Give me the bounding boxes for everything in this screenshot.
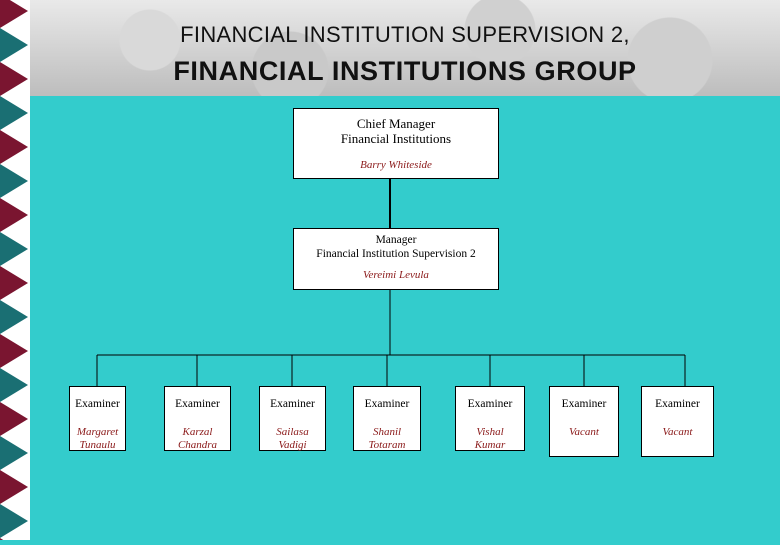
- examiner-name-line2: Vacant: [569, 426, 599, 438]
- examiner-name-line1: Vishal: [476, 426, 504, 438]
- examiner-box: Examiner Vacant: [549, 386, 619, 457]
- examiner-name-line2: Kumar: [474, 439, 506, 451]
- examiner-role: Examiner: [175, 398, 220, 410]
- examiner-name-line2: Totaram: [368, 439, 406, 451]
- examiner-name-line2: Vadigi: [278, 439, 307, 451]
- examiner-box: Examiner Margaret Tunaulu: [69, 386, 126, 451]
- examiner-name-line2: Vacant: [662, 426, 693, 438]
- border-triangle: [0, 164, 28, 198]
- chief-manager-box: Chief Manager Financial Institutions Bar…: [293, 108, 499, 179]
- examiner-role: Examiner: [467, 398, 513, 410]
- chief-name: Barry Whiteside: [360, 159, 432, 171]
- border-triangle: [0, 130, 28, 164]
- examiner-role: Examiner: [270, 398, 315, 410]
- manager-role-line1: Manager: [375, 234, 417, 246]
- examiner-box: Examiner Karzal Chandra: [164, 386, 231, 451]
- examiner-box: Examiner Sailasa Vadigi: [259, 386, 326, 451]
- border-triangle: [0, 62, 28, 96]
- chief-role-line1: Chief Manager: [356, 116, 436, 131]
- examiner-role: Examiner: [655, 398, 700, 410]
- border-triangle: [0, 504, 28, 538]
- manager-box: Manager Financial Institution Supervisio…: [293, 228, 499, 290]
- header-banner: [30, 0, 780, 96]
- border-triangle: [0, 368, 28, 402]
- examiner-name-line1: Margaret: [76, 426, 119, 438]
- examiner-name-line1: Sailasa: [276, 426, 309, 438]
- examiner-role: Examiner: [75, 398, 120, 410]
- examiner-name-line2: Chandra: [177, 439, 218, 451]
- border-triangle: [0, 232, 28, 266]
- border-triangle: [0, 28, 28, 62]
- triangle-border-icon: [0, 0, 28, 545]
- border-triangle: [0, 96, 28, 130]
- examiner-box: Examiner Shanil Totaram: [353, 386, 421, 451]
- examiner-name-line2: Tunaulu: [79, 439, 116, 451]
- border-triangle: [0, 470, 28, 504]
- border-triangle: [0, 0, 28, 28]
- examiner-name-line1: Karzal: [182, 426, 213, 438]
- manager-role-line2: Financial Institution Supervision 2: [316, 248, 476, 260]
- border-triangle: [0, 334, 28, 368]
- border-triangle: [0, 198, 28, 232]
- examiner-role: Examiner: [364, 398, 410, 410]
- border-triangle: [0, 266, 28, 300]
- examiner-name-line1: Shanil: [372, 426, 402, 438]
- manager-name: Vereimi Levula: [363, 269, 429, 281]
- chief-role-line2: Financial Institutions: [340, 131, 452, 146]
- examiner-box: Examiner Vacant: [641, 386, 714, 457]
- border-triangle: [0, 300, 28, 334]
- border-triangle: [0, 436, 28, 470]
- left-border-pattern: [0, 0, 30, 545]
- border-triangle: [0, 402, 28, 436]
- page-title-line2: FINANCIAL INSTITUTIONS GROUP: [173, 56, 637, 86]
- page-title-line1: FINANCIAL INSTITUTION SUPERVISION 2,: [180, 22, 630, 47]
- examiner-box: Examiner Vishal Kumar: [455, 386, 525, 451]
- examiner-role: Examiner: [561, 398, 607, 410]
